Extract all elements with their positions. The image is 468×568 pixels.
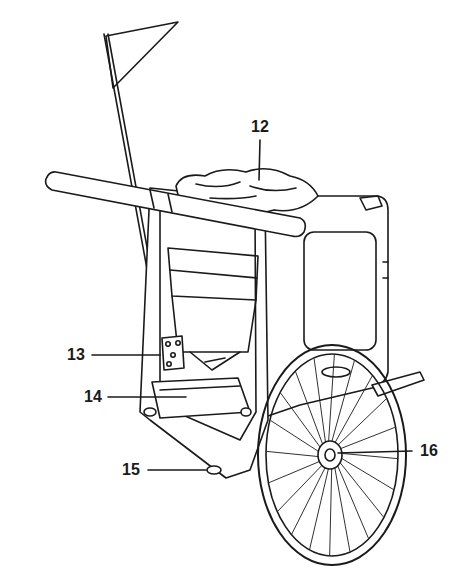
spoke bbox=[278, 461, 326, 511]
leader-line bbox=[92, 354, 160, 356]
tire bbox=[258, 345, 406, 565]
push-bar bbox=[46, 172, 306, 237]
rim bbox=[266, 354, 398, 556]
spokes bbox=[267, 355, 397, 555]
seat-fabric bbox=[172, 296, 256, 352]
seat-straps bbox=[190, 352, 240, 370]
spoke bbox=[292, 462, 328, 534]
spoke bbox=[296, 372, 325, 451]
side-window bbox=[304, 232, 376, 350]
spoke bbox=[334, 399, 386, 449]
bar-clamp bbox=[150, 190, 172, 212]
spoke bbox=[314, 359, 326, 449]
leader-line bbox=[338, 451, 412, 453]
foot-pad bbox=[207, 466, 221, 474]
spoke bbox=[267, 451, 324, 457]
spoke bbox=[332, 376, 372, 448]
floor-edge bbox=[160, 386, 240, 390]
spoke bbox=[270, 459, 326, 482]
canopy-folds bbox=[196, 182, 296, 199]
leader-line bbox=[259, 140, 260, 180]
callout-number: 16 bbox=[419, 443, 439, 459]
callout-number: 14 bbox=[83, 389, 103, 405]
spoke bbox=[336, 455, 393, 489]
seat-back bbox=[168, 248, 258, 300]
floor-tray bbox=[152, 378, 250, 418]
rear-frame bbox=[140, 188, 268, 478]
callout-number: 15 bbox=[121, 462, 141, 478]
bolt bbox=[171, 353, 175, 357]
rim-reflector bbox=[322, 367, 350, 377]
spoke bbox=[335, 459, 368, 538]
spoke bbox=[335, 428, 395, 451]
seat-seam bbox=[170, 270, 257, 278]
bolt bbox=[167, 362, 171, 366]
bolt bbox=[176, 341, 180, 345]
foot-pad bbox=[144, 408, 156, 416]
hub bbox=[318, 441, 342, 469]
leader-line bbox=[148, 469, 206, 471]
panel-detail bbox=[383, 262, 388, 278]
callout-number: 13 bbox=[66, 347, 86, 363]
callout-number: 12 bbox=[250, 119, 270, 135]
foot-pad bbox=[241, 408, 251, 416]
spoke bbox=[330, 462, 332, 555]
bolt bbox=[166, 342, 170, 346]
hub-axle bbox=[325, 449, 335, 461]
leader-line bbox=[108, 396, 186, 398]
spoke bbox=[336, 453, 397, 459]
hitch-bracket bbox=[162, 336, 184, 370]
canopy-end bbox=[360, 196, 382, 210]
spoke bbox=[334, 461, 350, 551]
spoke bbox=[330, 361, 354, 448]
spoke bbox=[336, 457, 383, 516]
spoke bbox=[281, 393, 324, 452]
